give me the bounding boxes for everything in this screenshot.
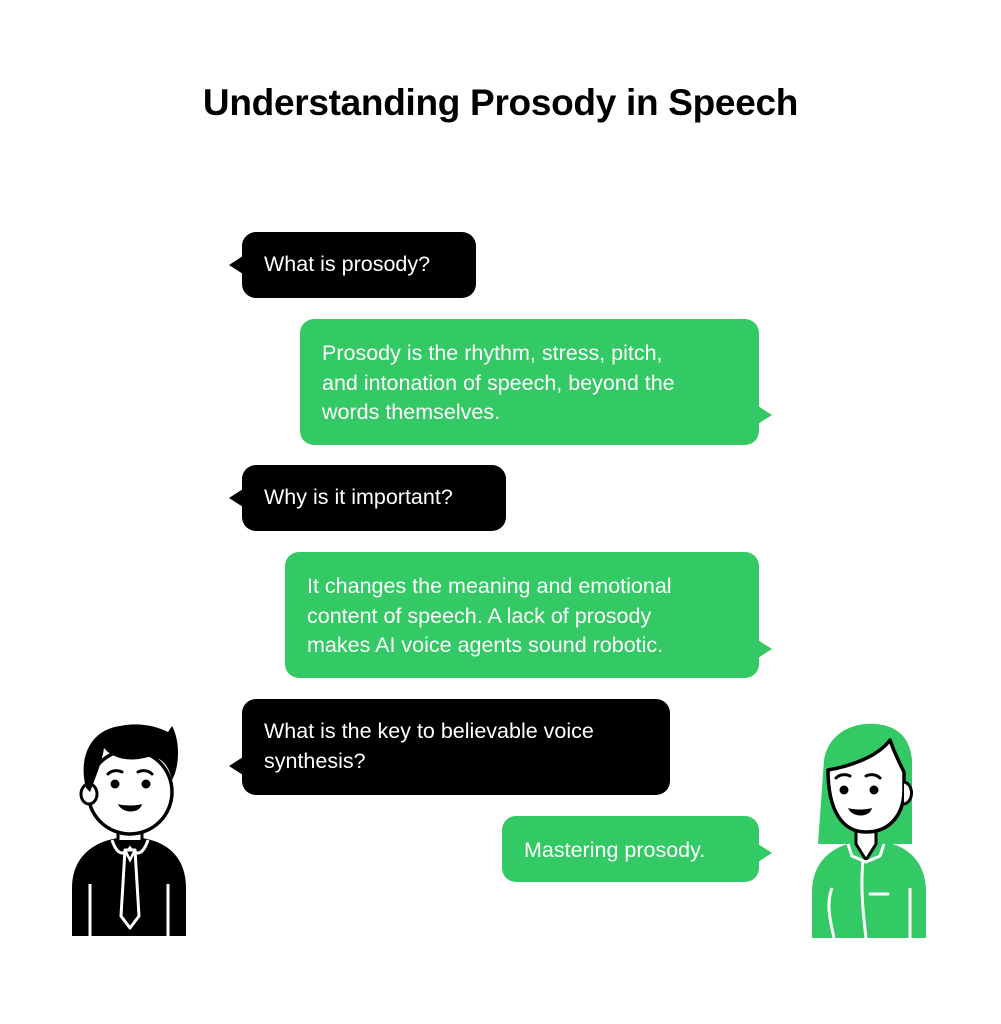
question-bubble-3: What is the key to believable voice synt… bbox=[229, 699, 670, 795]
bubble-text-line: makes AI voice agents sound robotic. bbox=[307, 633, 664, 657]
speech-tail-left-icon bbox=[229, 489, 243, 507]
bubble-text-line: synthesis? bbox=[264, 748, 366, 773]
speech-tail-right-icon bbox=[758, 406, 772, 424]
bubble-text-line: What is prosody? bbox=[264, 252, 431, 276]
bubble-text-line: Why is it important? bbox=[264, 485, 453, 509]
woman-avatar-icon bbox=[812, 723, 926, 939]
bubble-text-line: What is the key to believable voice bbox=[264, 719, 594, 743]
answer-bubble-1: Prosody is the rhythm, stress, pitch, an… bbox=[300, 319, 772, 445]
speech-tail-right-icon bbox=[758, 640, 772, 658]
speech-tail-right-icon bbox=[758, 844, 772, 862]
man-with-tie-avatar-icon bbox=[72, 724, 186, 936]
bubble-text-line: It changes the meaning and emotional bbox=[307, 574, 672, 598]
bubble-text-line: Mastering prosody. bbox=[524, 838, 706, 862]
answer-bubble-2: It changes the meaning and emotional con… bbox=[285, 552, 772, 678]
speech-tail-left-icon bbox=[229, 256, 243, 274]
question-bubble-1: What is prosody? bbox=[229, 232, 476, 298]
bubble-text-line: and intonation of speech, beyond the bbox=[322, 370, 675, 395]
page-title: Understanding Prosody in Speech bbox=[202, 82, 799, 123]
bubble-text-line: words themselves. bbox=[322, 400, 501, 424]
question-bubble-2: Why is it important? bbox=[229, 465, 506, 531]
bubble-text-line: content of speech. A lack of prosody bbox=[307, 603, 652, 628]
answer-bubble-3: Mastering prosody. bbox=[502, 816, 772, 882]
bubble-text-line: Prosody is the rhythm, stress, pitch, bbox=[322, 341, 663, 365]
speech-tail-left-icon bbox=[229, 757, 243, 775]
